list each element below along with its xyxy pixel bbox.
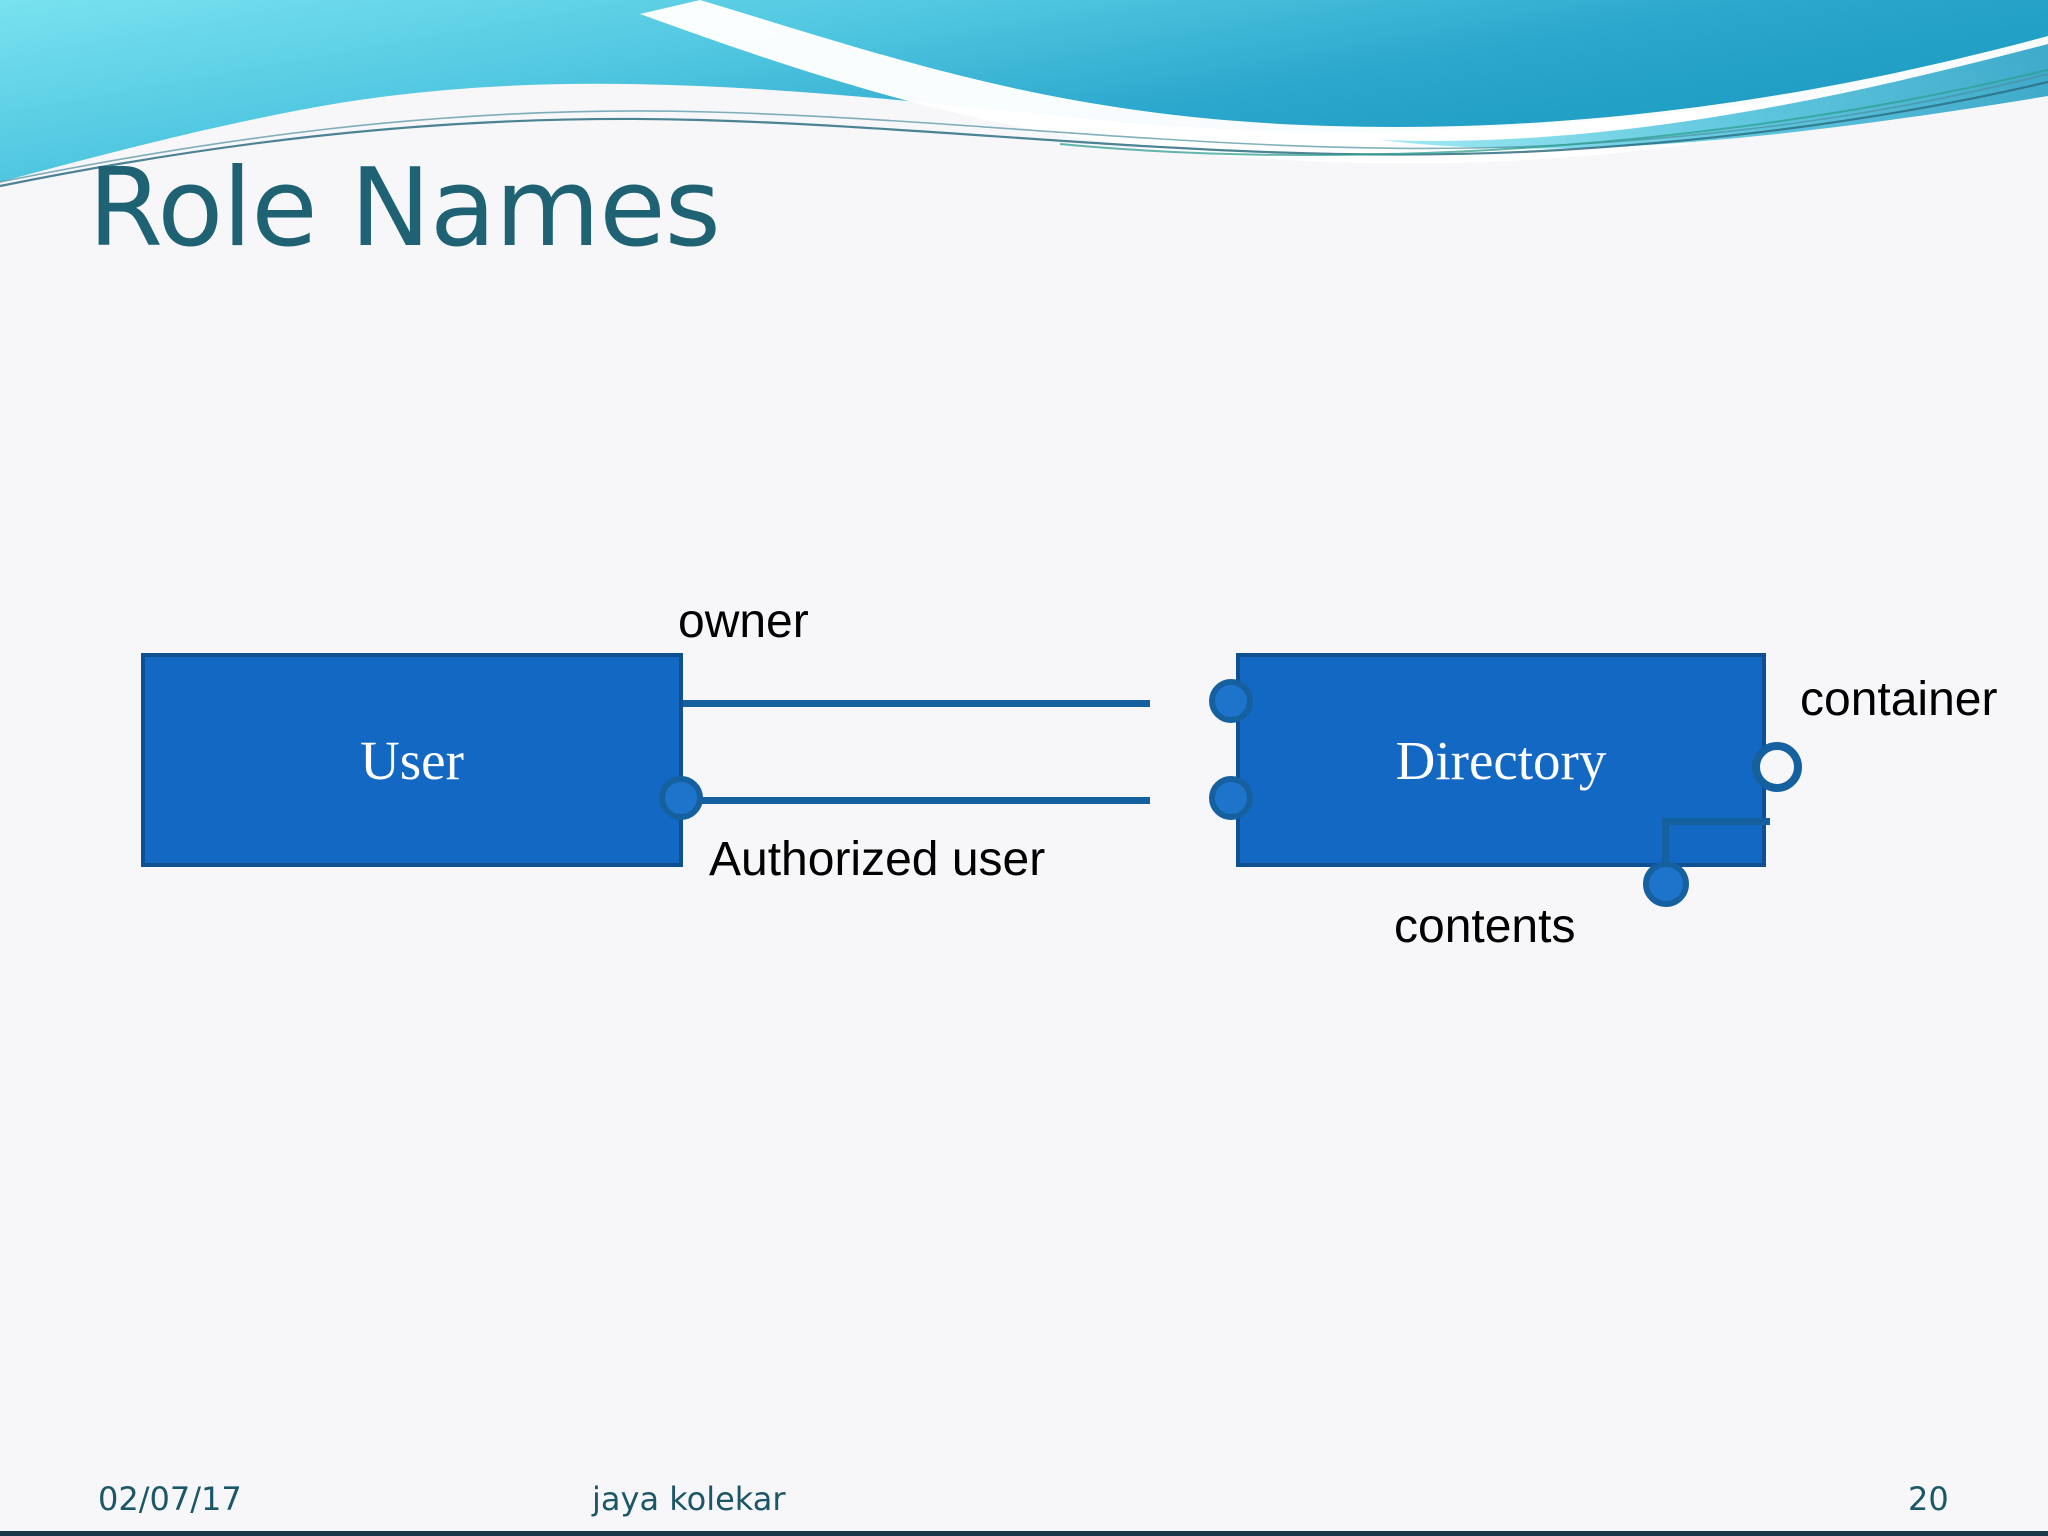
page-title: Role Names (88, 146, 721, 271)
association-endpoint-directory-owner (1209, 679, 1253, 723)
class-name-user: User (360, 729, 464, 791)
role-label-owner: owner (678, 595, 809, 648)
class-box-directory[interactable]: Directory (1236, 653, 1766, 867)
self-association-vertical-segment (1662, 818, 1669, 884)
footer-date: 02/07/17 (98, 1480, 242, 1518)
footer-author: jaya kolekar (592, 1480, 786, 1518)
association-endpoint-user-authorized (659, 776, 703, 820)
association-endpoint-contents (1643, 861, 1689, 907)
self-association-horizontal-segment (1662, 818, 1770, 825)
class-box-user[interactable]: User (141, 653, 683, 867)
role-label-container: container (1800, 673, 1998, 726)
association-endpoint-container-hollow (1752, 742, 1802, 792)
role-label-contents: contents (1394, 900, 1576, 953)
footer-divider-rule (0, 1531, 2048, 1536)
class-name-directory: Directory (1395, 729, 1607, 791)
role-label-authorized-user: Authorized user (709, 833, 1046, 886)
association-line-authorized-user (683, 797, 1150, 804)
association-endpoint-directory-authorized (1209, 776, 1253, 820)
association-line-owner (680, 700, 1150, 707)
footer-page-number: 20 (1908, 1480, 1949, 1518)
